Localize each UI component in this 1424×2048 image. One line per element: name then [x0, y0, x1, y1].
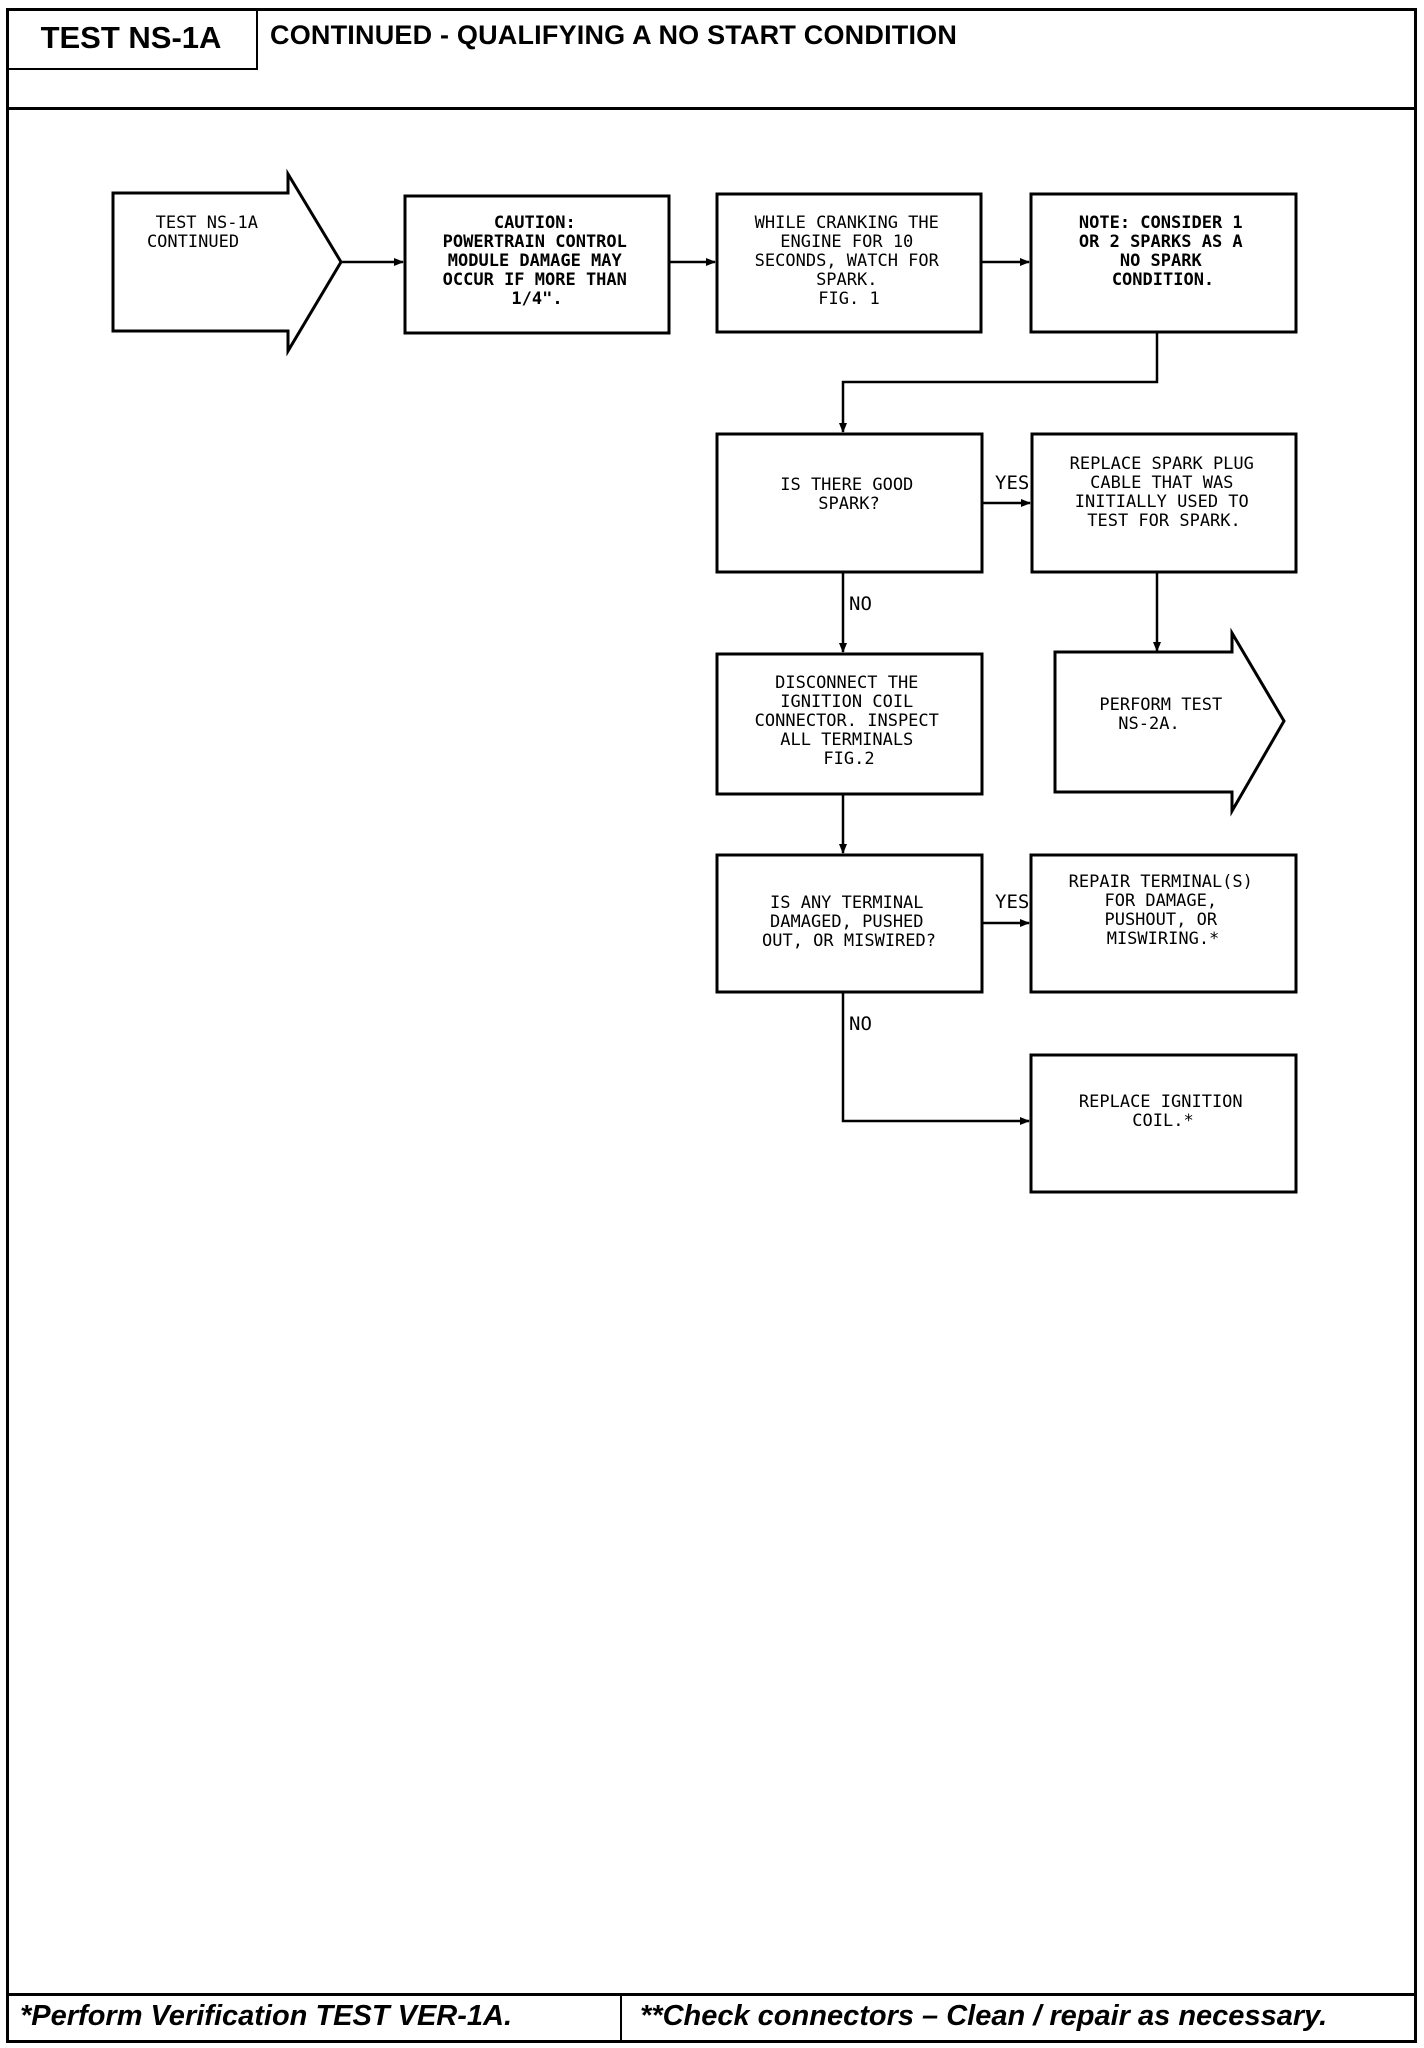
caution-line: POWERTRAIN CONTROL	[443, 232, 627, 252]
replace-cable-line: REPLACE SPARK PLUG	[1070, 454, 1254, 474]
header-divider	[6, 107, 1417, 110]
footer-note-left: *Perform Verification TEST VER-1A.	[20, 2000, 513, 2032]
disconnect-line: CONNECTOR. INSPECT	[755, 711, 939, 731]
good-spark-text: IS THERE GOOD SPARK?	[780, 475, 918, 514]
test-id: TEST NS-1A	[6, 8, 258, 70]
crank-line: SPARK.	[816, 270, 877, 290]
disconnect-line: IGNITION COIL	[780, 692, 913, 712]
entry-line: CONTINUED	[147, 232, 239, 252]
yes-label: YES	[995, 472, 1029, 494]
good-spark-line: IS THERE GOOD	[780, 475, 913, 495]
caution-line: OCCUR IF MORE THAN	[443, 270, 627, 290]
perform-test-line: NS-2A.	[1118, 714, 1179, 734]
replace-coil-box: REPLACE IGNITION COIL.*	[1029, 1053, 1298, 1194]
crank-line: SECONDS, WATCH FOR	[755, 251, 940, 271]
crank-text: WHILE CRANKING THE ENGINE FOR 10 SECONDS…	[755, 213, 944, 309]
good-spark-box: IS THERE GOOD SPARK?	[715, 432, 984, 574]
caution-line: 1/4".	[511, 289, 562, 309]
perform-test-line: PERFORM TEST	[1099, 695, 1222, 715]
footer-column-divider	[620, 1995, 622, 2043]
no-label: NO	[849, 1013, 872, 1035]
repair-terminal-line: REPAIR TERMINAL(S)	[1069, 872, 1253, 892]
caution-text: CAUTION: POWERTRAIN CONTROL MODULE DAMAG…	[443, 213, 632, 309]
entry-text: TEST NS-1A CONTINUED	[147, 213, 262, 252]
crank-line: ENGINE FOR 10	[780, 232, 913, 252]
note-line: NO SPARK	[1120, 251, 1203, 271]
perform-test-text: PERFORM TEST NS-2A.	[1099, 695, 1226, 734]
connector-note-good-spark	[839, 332, 1159, 433]
terminal-question-text: IS ANY TERMINAL DAMAGED, PUSHED OUT, OR …	[762, 893, 936, 951]
no-label: NO	[849, 593, 872, 615]
disconnect-line: ALL TERMINALS	[780, 730, 913, 750]
caution-box: CAUTION: POWERTRAIN CONTROL MODULE DAMAG…	[403, 194, 671, 335]
crank-line: WHILE CRANKING THE	[755, 213, 939, 233]
crank-line: FIG. 1	[818, 289, 879, 309]
disconnect-line: FIG.2	[823, 749, 874, 769]
footer-note-right: **Check connectors – Clean / repair as n…	[640, 2000, 1328, 2032]
page-frame	[6, 8, 1417, 2043]
footer-divider	[6, 1993, 1417, 1996]
note-line: NOTE: CONSIDER 1	[1079, 213, 1243, 233]
replace-cable-box: REPLACE SPARK PLUG CABLE THAT WAS INITIA…	[1030, 432, 1298, 574]
entry-arrow: TEST NS-1A CONTINUED	[111, 168, 343, 357]
good-spark-line: SPARK?	[818, 494, 879, 514]
repair-terminal-line: FOR DAMAGE,	[1104, 891, 1217, 911]
disconnect-line: DISCONNECT THE	[775, 673, 918, 693]
note-text: NOTE: CONSIDER 1 OR 2 SPARKS AS A NO SPA…	[1079, 213, 1247, 290]
crank-box: WHILE CRANKING THE ENGINE FOR 10 SECONDS…	[715, 192, 983, 334]
replace-cable-text: REPLACE SPARK PLUG CABLE THAT WAS INITIA…	[1070, 454, 1259, 531]
replace-coil-line: COIL.*	[1132, 1111, 1193, 1131]
disconnect-text: DISCONNECT THE IGNITION COIL CONNECTOR. …	[755, 673, 944, 769]
disconnect-box: DISCONNECT THE IGNITION COIL CONNECTOR. …	[715, 652, 984, 796]
replace-cable-line: TEST FOR SPARK.	[1087, 511, 1241, 531]
repair-terminal-line: MISWIRING.*	[1107, 929, 1220, 949]
page-title: CONTINUED - QUALIFYING A NO START CONDIT…	[270, 20, 958, 50]
replace-cable-line: INITIALLY USED TO	[1075, 492, 1249, 512]
repair-terminal-line: PUSHOUT, OR	[1104, 910, 1217, 930]
replace-coil-line: REPLACE IGNITION	[1079, 1092, 1243, 1112]
terminal-question-line: DAMAGED, PUSHED	[770, 912, 924, 932]
repair-terminal-text: REPAIR TERMINAL(S) FOR DAMAGE, PUSHOUT, …	[1069, 872, 1258, 949]
terminal-question-box: IS ANY TERMINAL DAMAGED, PUSHED OUT, OR …	[715, 853, 984, 994]
note-line: CONDITION.	[1112, 270, 1214, 290]
connector-no-replace-coil	[841, 992, 1030, 1125]
perform-test-arrow: PERFORM TEST NS-2A.	[1053, 627, 1286, 817]
terminal-question-line: IS ANY TERMINAL	[770, 893, 924, 913]
entry-line: TEST NS-1A	[156, 213, 258, 233]
replace-coil-text: REPLACE IGNITION COIL.*	[1079, 1092, 1247, 1131]
terminal-question-line: OUT, OR MISWIRED?	[762, 931, 936, 951]
note-box: NOTE: CONSIDER 1 OR 2 SPARKS AS A NO SPA…	[1029, 192, 1298, 334]
note-line: OR 2 SPARKS AS A	[1079, 232, 1243, 252]
caution-line: MODULE DAMAGE MAY	[448, 251, 623, 271]
caution-line: CAUTION:	[494, 213, 576, 233]
yes-label: YES	[995, 891, 1029, 913]
replace-cable-line: CABLE THAT WAS	[1090, 473, 1233, 493]
repair-terminal-box: REPAIR TERMINAL(S) FOR DAMAGE, PUSHOUT, …	[1029, 853, 1298, 994]
